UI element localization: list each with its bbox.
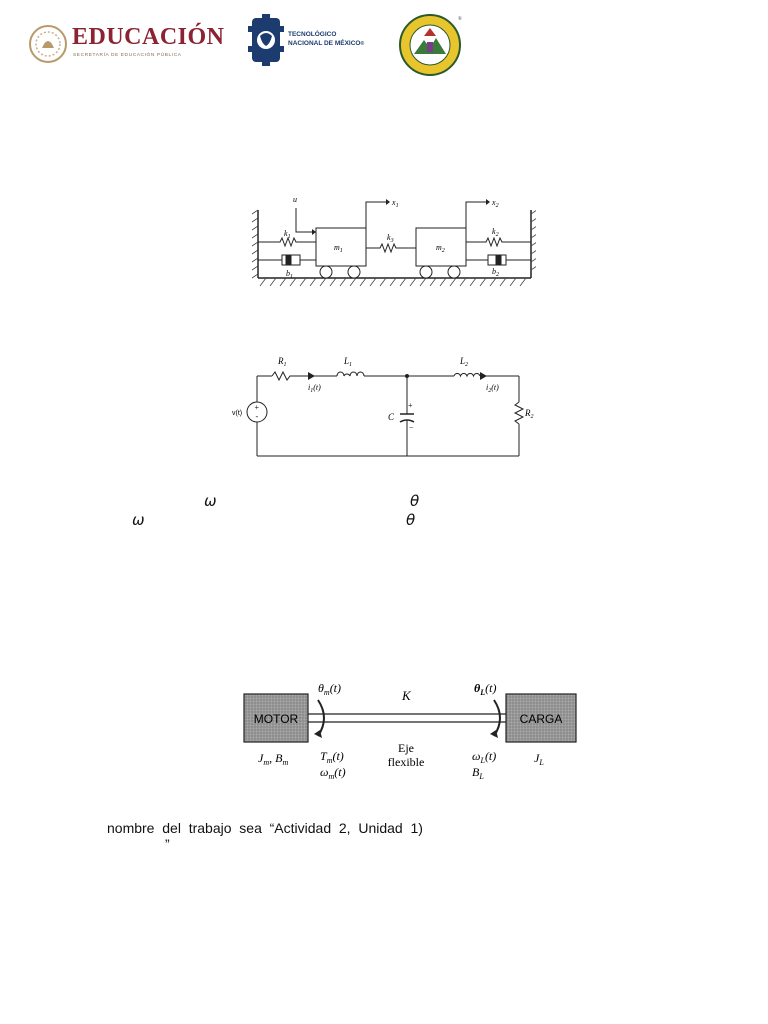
label-r1: R1 <box>277 356 287 368</box>
i1-arrowhead <box>308 372 315 380</box>
label-m1: m1 <box>334 243 343 254</box>
tecnm-line2: NACIONAL DE MÉXICO® <box>288 40 364 47</box>
force-u-arrowhead <box>312 229 316 235</box>
load-rotation-arrow <box>493 699 501 737</box>
damper-b2 <box>466 254 531 266</box>
institute-seal: ® <box>398 12 464 76</box>
label-i2: i2(t) <box>486 383 499 394</box>
label-l1: L1 <box>343 356 352 368</box>
label-b1: b1 <box>286 269 293 280</box>
educacion-logo: EDUCACIÓN SECRETARÍA DE EDUCACIÓN PÚBLIC… <box>28 22 224 70</box>
theta-symbol-1: θ <box>410 492 420 510</box>
x2-arrowhead <box>486 199 490 205</box>
motor-shaft-diagram: MOTOR CARGA θm(t) K θL(t) Jm, Bm Tm(t) ω… <box>243 681 577 781</box>
label-theta-l: θL(t) <box>474 681 496 697</box>
x1-arrow <box>365 201 386 228</box>
mass-1-wheel-left <box>319 265 333 279</box>
spring-k3 <box>366 242 416 254</box>
label-source-plus: + <box>255 403 260 412</box>
label-i1: i1(t) <box>308 383 321 394</box>
mass-2-wheel-left <box>419 265 433 279</box>
x2-arrow <box>465 201 486 228</box>
motor-rotation-arrowhead <box>314 730 322 738</box>
spring-k1 <box>258 236 316 248</box>
label-wl: ωL(t) <box>472 749 496 765</box>
label-source-minus: - <box>256 412 259 421</box>
label-x2: x2 <box>491 198 499 209</box>
i2-arrowhead <box>480 372 487 380</box>
mexico-seal-icon <box>29 25 67 63</box>
label-b2: b2 <box>492 267 499 278</box>
institute-seal-icon: ® <box>399 14 462 76</box>
motor-block <box>243 693 309 743</box>
label-jl: JL <box>534 751 544 767</box>
spring-k2 <box>466 236 531 248</box>
floor-hatching <box>259 277 527 287</box>
tecnm-line2-text: NACIONAL DE MÉXICO <box>288 40 361 47</box>
label-eje: Eje <box>398 741 414 755</box>
node-dot <box>405 374 409 378</box>
damper-b1 <box>258 254 316 266</box>
label-flexible: flexible <box>388 755 425 769</box>
label-cap-minus: − <box>409 423 414 432</box>
instruction-line-2: ” <box>165 836 170 852</box>
tecnm-registered-mark: ® <box>360 41 365 47</box>
omega-symbol-2: ω <box>132 511 145 529</box>
label-k1: k1 <box>284 229 291 240</box>
rlc-circuit-diagram: + - v(t) R1 i1(t) L1 L2 i2(t) + C − R2 <box>232 356 534 457</box>
mass-2-wheel-right <box>447 265 461 279</box>
motor-label: MOTOR <box>254 712 299 726</box>
label-source: v(t) <box>232 410 242 417</box>
x1-arrowhead <box>386 199 390 205</box>
svg-text:®: ® <box>458 16 462 22</box>
label-k: K <box>401 688 412 703</box>
load-block <box>505 693 577 743</box>
label-u: u <box>293 195 297 204</box>
label-r2: R2 <box>524 408 534 420</box>
carga-label: CARGA <box>520 712 563 726</box>
label-cap-plus: + <box>408 401 413 410</box>
mass-2-block <box>415 227 467 267</box>
theta-symbol-2: θ <box>406 511 416 529</box>
label-k3: k3 <box>387 233 394 244</box>
mass-1-block <box>315 227 367 267</box>
mass-1-wheel-right <box>347 265 361 279</box>
resistor-r1 <box>271 370 292 382</box>
label-wm: ωm(t) <box>320 765 346 781</box>
label-l2: L2 <box>459 356 468 368</box>
resistor-r2 <box>513 401 525 425</box>
load-rotation-arrowhead <box>490 730 498 738</box>
inductor-l2 <box>453 372 481 378</box>
omega-symbol-1: ω <box>204 492 217 510</box>
label-theta-m: θm(t) <box>318 681 341 697</box>
tecnm-logo: TECNOLÓGICO NACIONAL DE MÉXICO® <box>248 14 368 68</box>
label-c: C <box>388 412 395 422</box>
label-m2: m2 <box>436 243 445 254</box>
instruction-line-1: nombre del trabajo sea “Actividad 2, Uni… <box>107 820 423 836</box>
educacion-subtitle: SECRETARÍA DE EDUCACIÓN PÚBLICA <box>73 53 182 58</box>
voltage-source <box>246 401 268 423</box>
mass-spring-diagram: u x1 x2 k1 b1 m1 k3 m2 k2 b2 <box>251 195 536 287</box>
force-u-arrow <box>295 208 312 233</box>
wall-hatching <box>251 209 536 279</box>
label-jm-bm: Jm, Bm <box>258 751 288 767</box>
gear-emblem-icon <box>248 14 284 66</box>
motor-rotation-arrow <box>317 699 325 737</box>
capacitor-plate-bottom <box>399 419 415 423</box>
tecnm-line1: TECNOLÓGICO <box>288 31 337 38</box>
inductor-l1 <box>336 371 365 377</box>
label-k2: k2 <box>492 227 499 238</box>
label-x1: x1 <box>391 198 399 209</box>
label-tm: Tm(t) <box>320 749 344 765</box>
label-bl: BL <box>472 765 484 781</box>
educacion-title: EDUCACIÓN <box>72 24 225 50</box>
